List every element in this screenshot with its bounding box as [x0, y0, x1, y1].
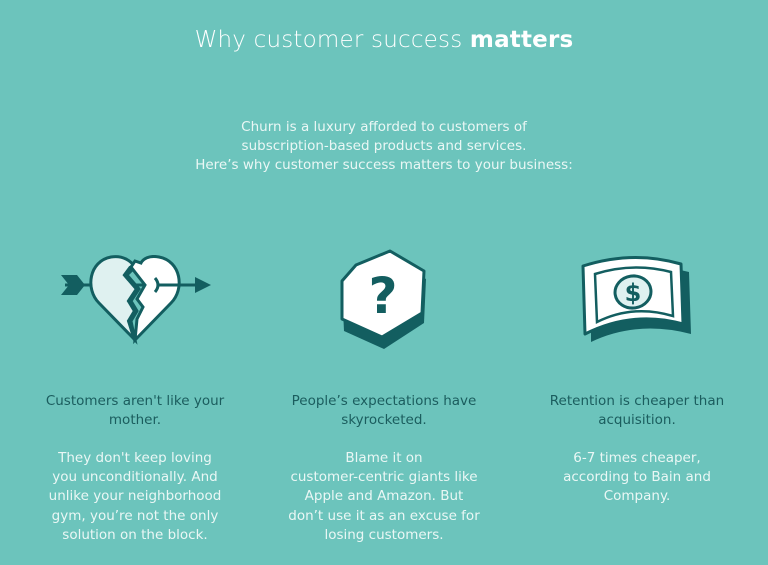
card-body: They don't keep loving you unconditional…	[10, 449, 260, 545]
heading-line: mother.	[108, 412, 162, 428]
body-line: customer-centric giants like	[290, 469, 478, 486]
body-line: Apple and Amazon. But	[304, 488, 464, 505]
card-heading: Customers aren't like your mother.	[10, 392, 260, 430]
reason-card-retention: $ Retention is cheaper than acquisition.…	[512, 240, 762, 507]
intro-line: subscription-based products and services…	[241, 138, 527, 154]
body-line: 6-7 times cheaper,	[573, 450, 701, 466]
card-body: 6-7 times cheaper, according to Bain and…	[512, 449, 762, 507]
heading-line: acquisition.	[598, 412, 676, 428]
broken-heart-arrow-icon	[10, 240, 260, 360]
heading-line: skyrocketed.	[341, 412, 427, 428]
dollar-bill-icon: $	[512, 240, 762, 360]
body-line: They don't keep loving	[58, 450, 212, 466]
page-title: Why customer success matters	[0, 27, 768, 53]
card-heading: People’s expectations have skyrocketed.	[259, 392, 509, 430]
card-heading: Retention is cheaper than acquisition.	[512, 392, 762, 430]
intro-line: Churn is a luxury afforded to customers …	[241, 119, 527, 135]
body-line: Company.	[603, 488, 671, 505]
intro-text: Churn is a luxury afforded to customers …	[0, 118, 768, 175]
body-line: solution on the block.	[62, 526, 208, 543]
body-line: you unconditionally. And	[52, 469, 218, 486]
body-line: don’t use it as an excuse for	[288, 507, 480, 524]
title-bold: matters	[469, 27, 574, 53]
reason-card-mother: Customers aren't like your mother. They …	[10, 240, 260, 545]
reason-card-expectations: ? People’s expectations have skyrocketed…	[259, 240, 509, 545]
intro-line: Here’s why customer success matters to y…	[195, 157, 573, 173]
svg-text:$: $	[625, 279, 642, 307]
body-line: according to Bain and	[563, 469, 711, 486]
body-line: losing customers.	[324, 526, 444, 543]
body-line: unlike your neighborhood	[48, 488, 222, 505]
body-line: gym, you’re not the only	[51, 507, 219, 524]
body-line: Blame it on	[345, 450, 423, 466]
svg-text:?: ?	[368, 267, 397, 325]
question-mark-hexagon-icon: ?	[259, 240, 509, 360]
title-regular: Why customer success	[194, 27, 470, 53]
heading-line: People’s expectations have	[291, 393, 477, 409]
heading-line: Customers aren't like your	[45, 393, 225, 409]
heading-line: Retention is cheaper than	[549, 393, 725, 409]
card-body: Blame it on customer-centric giants like…	[259, 449, 509, 545]
